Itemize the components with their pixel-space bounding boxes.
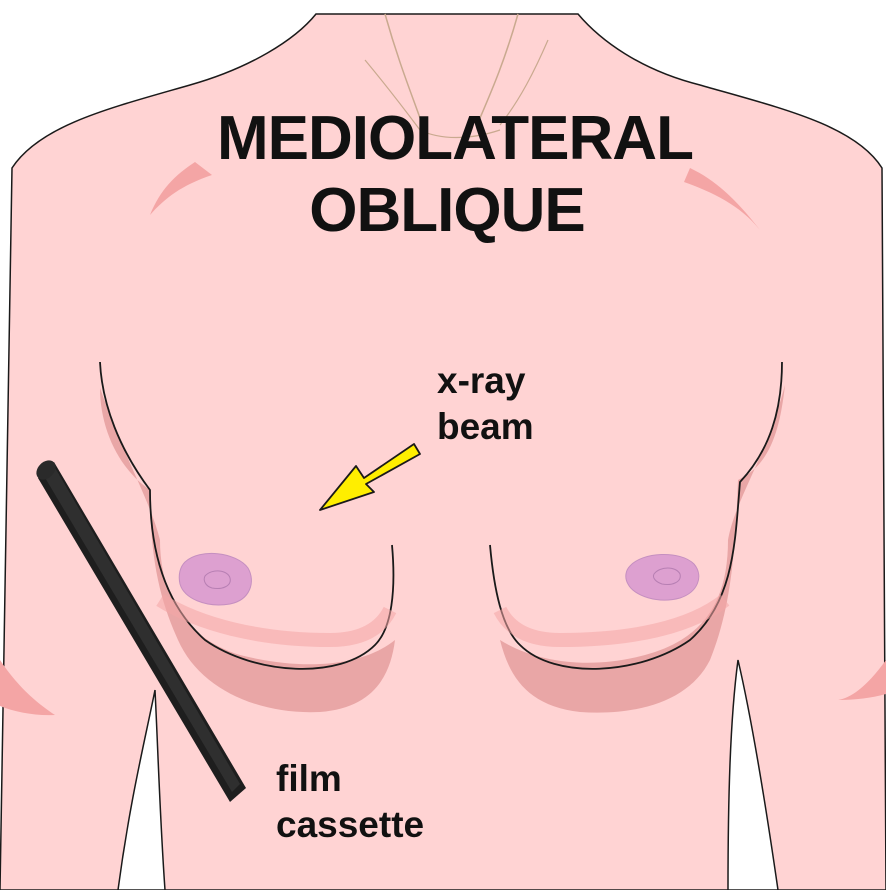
film-cassette-label-line-2: cassette [276,802,424,848]
film-cassette-label: film cassette [276,756,424,848]
title-line-2: OBLIQUE [4,180,886,242]
x-ray-beam-label-line-2: beam [437,404,534,450]
areola-right [626,554,699,600]
title-line-1: MEDIOLATERAL [12,108,886,170]
x-ray-beam-label-line-1: x-ray [437,358,534,404]
x-ray-beam-label: x-ray beam [437,358,534,450]
film-cassette-label-line-1: film [276,756,424,802]
areola-left [179,553,251,604]
